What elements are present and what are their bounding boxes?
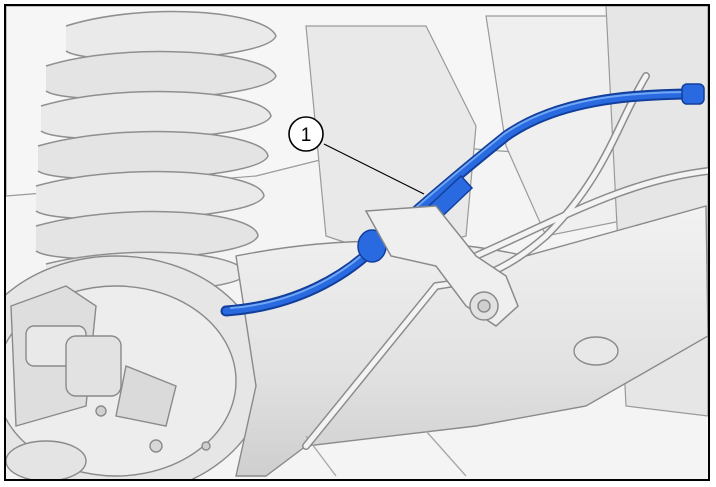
parking-brake-cable bbox=[220, 88, 702, 317]
callout-number: 1 bbox=[301, 125, 312, 146]
brake-backing-plate bbox=[6, 255, 267, 479]
diagram-frame: 1 bbox=[4, 4, 710, 481]
callout-1: 1 bbox=[288, 116, 425, 195]
cable-bracket bbox=[364, 205, 519, 327]
coil-spring bbox=[35, 10, 277, 294]
callout-leader-line bbox=[323, 143, 425, 195]
axle-beam bbox=[235, 205, 708, 477]
illustration: 1 bbox=[6, 6, 708, 479]
callout-circle bbox=[288, 116, 324, 152]
